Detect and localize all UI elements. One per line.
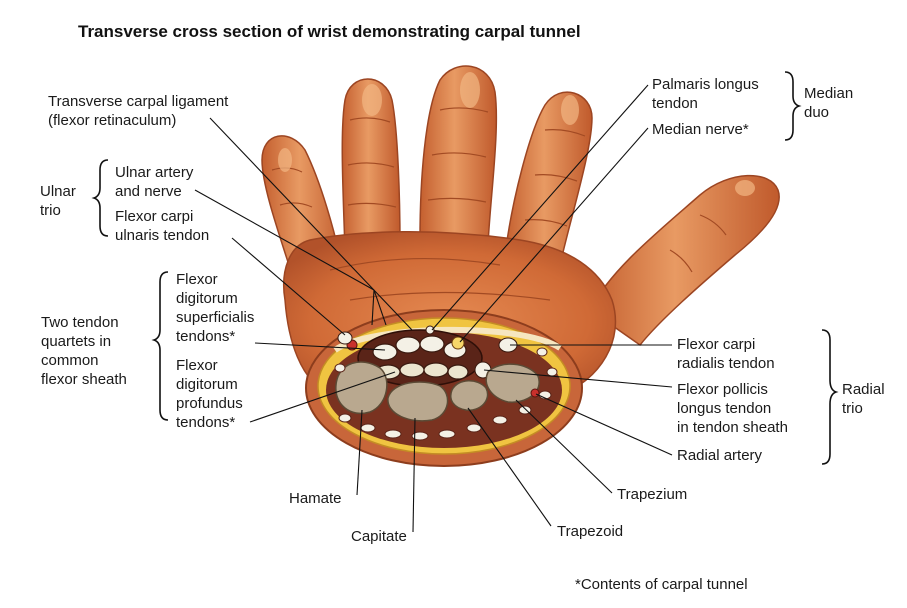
label-trapezium: Trapezium	[617, 486, 688, 503]
label-median-nerve: Median nerve*	[652, 121, 749, 138]
median-brace	[784, 71, 802, 141]
label-trapezoid: Trapezoid	[557, 523, 624, 540]
extensor-tendons-shapes	[334, 347, 558, 441]
label-fds-tendons: Flexor digitorum superficialis tendons*	[176, 271, 255, 345]
quartets-brace	[151, 271, 169, 421]
label-transverse-carpal-ligament: Transverse carpal ligament (flexor retin…	[48, 93, 229, 129]
label-hamate: Hamate	[289, 490, 342, 507]
label-flexor-carpi-ulnaris: Flexor carpi ulnaris tendon	[115, 208, 210, 244]
label-two-tendon-quartets: Two tendon quartets in common flexor she…	[41, 314, 127, 388]
label-fdp-tendons: Flexor digitorum profundus tendons*	[176, 357, 243, 431]
label-radial-artery: Radial artery	[677, 447, 763, 464]
skin-highlights	[278, 72, 755, 196]
thumb	[589, 174, 780, 347]
label-median-duo: Median duo	[804, 85, 854, 121]
palmaris-shape	[425, 325, 435, 335]
wrist-cross-section	[305, 309, 583, 467]
trapezoid-shape	[450, 380, 489, 411]
radial-brace	[821, 329, 839, 465]
fds-tendons-shapes	[372, 335, 467, 361]
label-ulnar-trio: Ulnar trio	[40, 183, 76, 219]
label-flexor-carpi-radialis: Flexor carpi radialis tendon	[677, 336, 775, 372]
footnote: *Contents of carpal tunnel	[575, 576, 748, 593]
radial-artery-shape	[530, 388, 540, 398]
label-capitate: Capitate	[351, 528, 407, 545]
median-nerve-shape	[451, 336, 465, 350]
fdp-tendons-shapes	[375, 362, 469, 380]
carpal-bones-shapes	[335, 361, 540, 422]
leader-lines	[194, 84, 673, 533]
fcu-shape	[337, 331, 353, 345]
ring-finger	[341, 78, 401, 251]
label-palmaris-longus: Palmaris longus tendon	[652, 76, 759, 112]
page-title: Transverse cross section of wrist demons…	[78, 22, 581, 41]
ulnar-brace	[91, 159, 109, 237]
grouping-braces	[91, 71, 839, 465]
label-flexor-pollicis-longus: Flexor pollicis longus tendon in tendon …	[677, 381, 788, 436]
capitate-shape	[387, 381, 449, 422]
label-radial-trio: Radial trio	[842, 381, 885, 417]
hamate-shape	[335, 361, 388, 415]
label-ulnar-artery-nerve: Ulnar artery and nerve	[115, 164, 194, 200]
middle-finger	[419, 65, 498, 246]
